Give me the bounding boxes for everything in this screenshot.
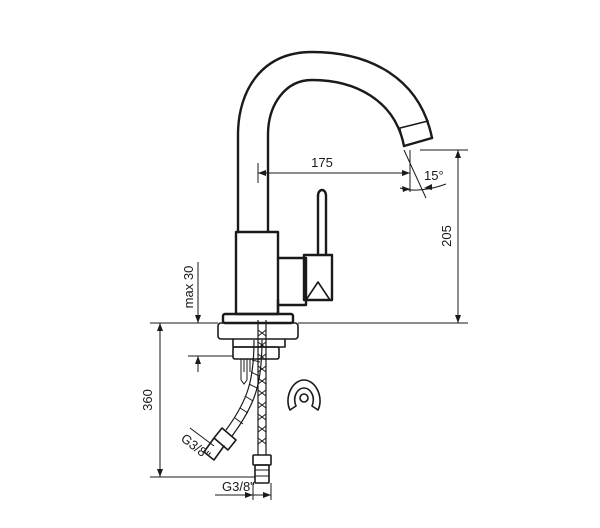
lever-handle [302,188,334,302]
dim-175-label: 175 [311,155,333,170]
supply-hoses [203,320,272,484]
dim-max30-label: max 30 [181,266,196,309]
dimension-15-degrees: 15° [399,149,447,199]
dimension-175: 175 [257,150,411,192]
dim-205-label: 205 [439,225,454,247]
thread-label-bottom: G3/8" [215,479,272,500]
dim-15-label: 15° [424,168,444,183]
dimension-max-30: max 30 [181,262,233,372]
horseshoe-washer [287,379,321,411]
dim-360-label: 360 [140,389,155,411]
thread-bottom-label: G3/8" [222,479,255,494]
faucet-body [234,230,308,316]
dimension-360: 360 [140,322,255,478]
dimension-205: 205 [298,149,468,324]
spout [236,50,434,234]
thread-left-label: G3/8" [178,431,213,463]
